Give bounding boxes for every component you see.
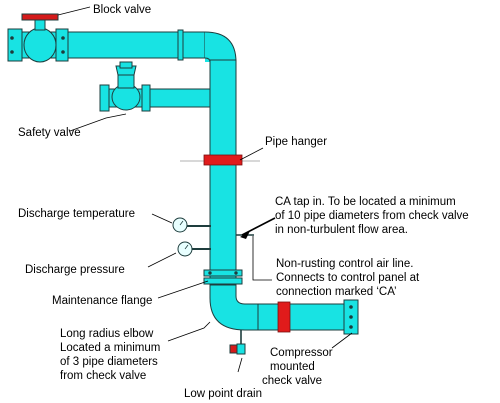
compressor-label-2: mounted <box>270 361 315 373</box>
ca-tap-label-2: of 10 pipe diameters from check valve <box>275 210 469 222</box>
long-radius-elbow <box>209 284 261 331</box>
red-band <box>277 301 291 333</box>
safety-valve-label: Safety valve <box>18 127 81 139</box>
ca-tap-label-1: CA tap in. To be located a minimum <box>275 196 456 208</box>
elbow-label-2: Located a minimum <box>60 342 160 354</box>
maintenance-flange-label: Maintenance flange <box>52 295 152 307</box>
pipe-hanger-label: Pipe hanger <box>265 136 327 148</box>
main-vertical-pipe <box>209 59 237 293</box>
temperature-gauge <box>172 217 211 233</box>
maintenance-flange <box>203 269 243 285</box>
control-air-label-2: Connects to control panel at <box>276 272 420 284</box>
bottom-horizontal-pipe <box>257 303 353 331</box>
leader-lines <box>57 6 353 373</box>
discharge-pressure-label: Discharge pressure <box>25 264 125 276</box>
elbow-label-3: of 3 pipe diameters <box>60 356 158 368</box>
drain-handle-icon <box>229 344 238 354</box>
safety-valve <box>99 61 151 112</box>
handwheel-icon <box>21 13 59 21</box>
control-air-label-1: Non-rusting control air line. <box>276 258 413 270</box>
elbow-label-1: Long radius elbow <box>60 328 154 340</box>
compressor-label-3: check valve <box>262 375 322 387</box>
check-valve <box>343 299 359 335</box>
pressure-gauge <box>177 241 211 257</box>
pipe-hanger <box>180 154 260 166</box>
low-point-drain <box>229 330 246 355</box>
top-pipe-flange <box>177 29 184 61</box>
control-air-label-3: connection marked ‘CA’ <box>276 286 397 298</box>
block-valve <box>7 13 69 63</box>
top-elbow <box>205 32 236 62</box>
compressor-label-1: Compressor <box>270 347 333 359</box>
discharge-temperature-label: Discharge temperature <box>18 208 135 220</box>
block-valve-label: Block valve <box>93 4 151 16</box>
ca-tap-label-3: in non-turbulent flow area. <box>275 224 408 236</box>
elbow-label-4: from check valve <box>60 370 146 382</box>
low-point-drain-label: Low point drain <box>184 388 262 400</box>
labels: Block valve Safety valve Pipe hanger CA … <box>18 4 469 400</box>
ca-tap-arrow <box>240 217 276 239</box>
